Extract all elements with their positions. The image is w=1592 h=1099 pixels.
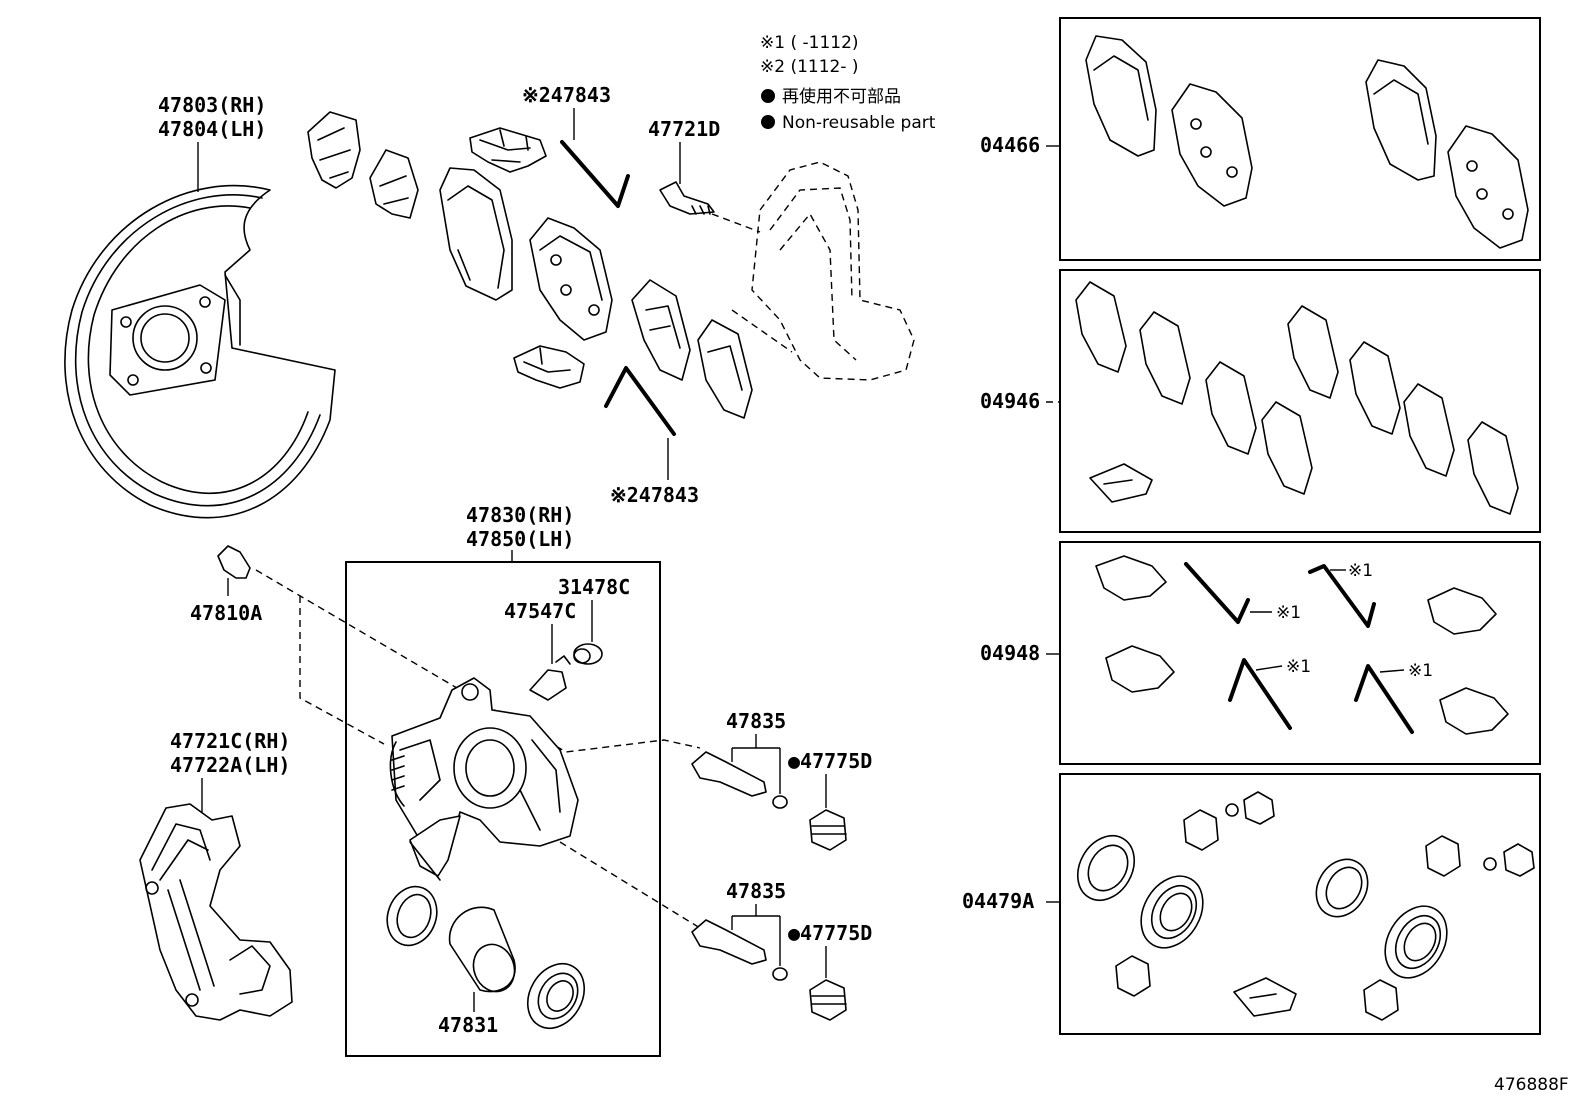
boot-lower-part[interactable] bbox=[809, 979, 847, 1021]
kit-box-springs bbox=[1059, 541, 1541, 765]
mounting-callout: 47721C(RH) 47722A(LH) bbox=[170, 729, 290, 812]
bleeder-bolt-callout: 47810A bbox=[190, 578, 262, 625]
caliper-body-part[interactable] bbox=[389, 677, 579, 851]
legend-note-1: ※1 ( -1112) bbox=[760, 33, 859, 53]
legend: ※1 ( -1112) ※2 (1112- ) 再使用不可部品 Non-reus… bbox=[760, 33, 936, 133]
slide-pin-lower-label: 47835 bbox=[726, 879, 786, 903]
kit-shim-set[interactable] bbox=[1075, 281, 1519, 515]
spring-top-label: ※247843 bbox=[522, 83, 611, 107]
kit-shims-callout: 04946 bbox=[980, 389, 1060, 413]
dust-cover-label-lh: 47804(LH) bbox=[158, 117, 266, 141]
kit-pad-2[interactable] bbox=[1171, 83, 1253, 207]
kit-springs-callout: 04948 bbox=[980, 641, 1060, 665]
bolt-label: 47721D bbox=[648, 117, 720, 141]
bleeder-plug-part[interactable] bbox=[529, 655, 571, 701]
anti-squeal-shim-3[interactable] bbox=[631, 279, 691, 381]
kit-pad-3[interactable] bbox=[1365, 59, 1437, 181]
bleeder-cap-part[interactable] bbox=[573, 643, 603, 665]
pad-support-clip-top[interactable] bbox=[469, 127, 547, 173]
kit-spring-note-c: ※1 bbox=[1286, 657, 1311, 677]
kit-cylinder-callout: 04479A bbox=[962, 889, 1060, 913]
kit-pad-4[interactable] bbox=[1447, 125, 1529, 249]
caliper-label-lh: 47850(LH) bbox=[466, 527, 574, 551]
pad-wear-spring-bottom[interactable] bbox=[604, 366, 676, 436]
caliper-bracket-phantom bbox=[711, 161, 915, 381]
bleeder-plug-label: 47547C bbox=[504, 599, 576, 623]
boot-upper-part[interactable] bbox=[809, 809, 847, 851]
caliper-mounting-part[interactable] bbox=[139, 803, 293, 1021]
brake-pad-inner[interactable] bbox=[529, 217, 613, 341]
mounting-label-lh: 47722A(LH) bbox=[170, 753, 290, 777]
piston-label: 47831 bbox=[438, 1013, 498, 1037]
kit-spring-clip-set[interactable] bbox=[1095, 555, 1509, 735]
bleeder-callouts: 31478C 47547C bbox=[504, 575, 630, 664]
slide-pin-upper-label: 47835 bbox=[726, 709, 786, 733]
kit-spring-note-a: ※1 bbox=[1276, 603, 1301, 623]
slide-pin-dash-line bbox=[559, 841, 701, 929]
pad-wear-spring-top[interactable] bbox=[560, 140, 630, 208]
kit-cylinder-set[interactable] bbox=[1066, 791, 1535, 1021]
caliper-assembly-frame bbox=[345, 561, 661, 1057]
spring-bottom-label: ※247843 bbox=[610, 483, 699, 507]
diagram-code: 476888F bbox=[1494, 1075, 1569, 1095]
bullet-icon bbox=[761, 89, 775, 103]
legend-non-reusable-jp: 再使用不可部品 bbox=[782, 86, 901, 107]
piston-part[interactable] bbox=[448, 906, 521, 997]
bleeder-bolt-part[interactable] bbox=[217, 545, 251, 579]
kit-box-cylinder bbox=[1059, 773, 1541, 1035]
anti-squeal-shim-2[interactable] bbox=[369, 149, 419, 219]
anti-squeal-shim-1[interactable] bbox=[307, 111, 361, 189]
kit-cylinder-label: 04479A bbox=[962, 889, 1034, 913]
kit-pads-label: 04466 bbox=[980, 133, 1040, 157]
slide-pin-upper-part[interactable] bbox=[691, 751, 788, 809]
caliper-clip-part[interactable] bbox=[409, 815, 461, 881]
caliper-callout: 47830(RH) 47850(LH) bbox=[466, 503, 574, 562]
slide-pin-upper-callout: 47835 ●47775D bbox=[726, 709, 872, 808]
boot-upper-label: ●47775D bbox=[788, 749, 872, 773]
kit-box-pads bbox=[1059, 17, 1541, 261]
legend-non-reusable-en: Non-reusable part bbox=[782, 113, 936, 133]
bleeder-dash-line bbox=[255, 569, 701, 753]
bullet-icon bbox=[761, 115, 775, 129]
pad-support-clip-bottom[interactable] bbox=[513, 345, 585, 389]
dust-cover-callout: 47803(RH) 47804(LH) bbox=[158, 93, 266, 192]
cylinder-boot-part[interactable] bbox=[516, 954, 595, 1039]
bleeder-cap-label: 31478C bbox=[558, 575, 630, 599]
kit-spring-note-d: ※1 bbox=[1408, 661, 1433, 681]
bleeder-bolt-label: 47810A bbox=[190, 601, 262, 625]
kit-box-shims bbox=[1059, 269, 1541, 533]
slide-pin-lower-callout: 47835 ●47775D bbox=[726, 879, 872, 978]
anti-squeal-shim-4[interactable] bbox=[697, 319, 753, 419]
spring-bottom-callout: ※247843 bbox=[610, 438, 699, 507]
dust-cover-label-rh: 47803(RH) bbox=[158, 93, 266, 117]
brake-pad-outer[interactable] bbox=[439, 167, 513, 301]
kit-shims-label: 04946 bbox=[980, 389, 1040, 413]
kit-springs-label: 04948 bbox=[980, 641, 1040, 665]
mounting-bolt-part[interactable] bbox=[659, 181, 715, 215]
legend-note-2: ※2 (1112- ) bbox=[760, 57, 859, 77]
dust-cover-part[interactable] bbox=[64, 184, 336, 519]
bleeder-dash-line-2 bbox=[299, 596, 385, 745]
bolt-callout: 47721D bbox=[648, 117, 720, 184]
caliper-label-rh: 47830(RH) bbox=[466, 503, 574, 527]
spring-top-callout: ※247843 bbox=[522, 83, 611, 140]
slide-pin-lower-part[interactable] bbox=[691, 919, 788, 981]
piston-callout: 47831 bbox=[438, 992, 498, 1037]
kit-pad-1[interactable] bbox=[1085, 35, 1157, 157]
kit-pads-callout: 04466 bbox=[980, 133, 1060, 157]
boot-lower-label: ●47775D bbox=[788, 921, 872, 945]
kit-spring-note-b: ※1 bbox=[1348, 561, 1373, 581]
piston-seal-part[interactable] bbox=[379, 880, 445, 953]
mounting-label-rh: 47721C(RH) bbox=[170, 729, 290, 753]
